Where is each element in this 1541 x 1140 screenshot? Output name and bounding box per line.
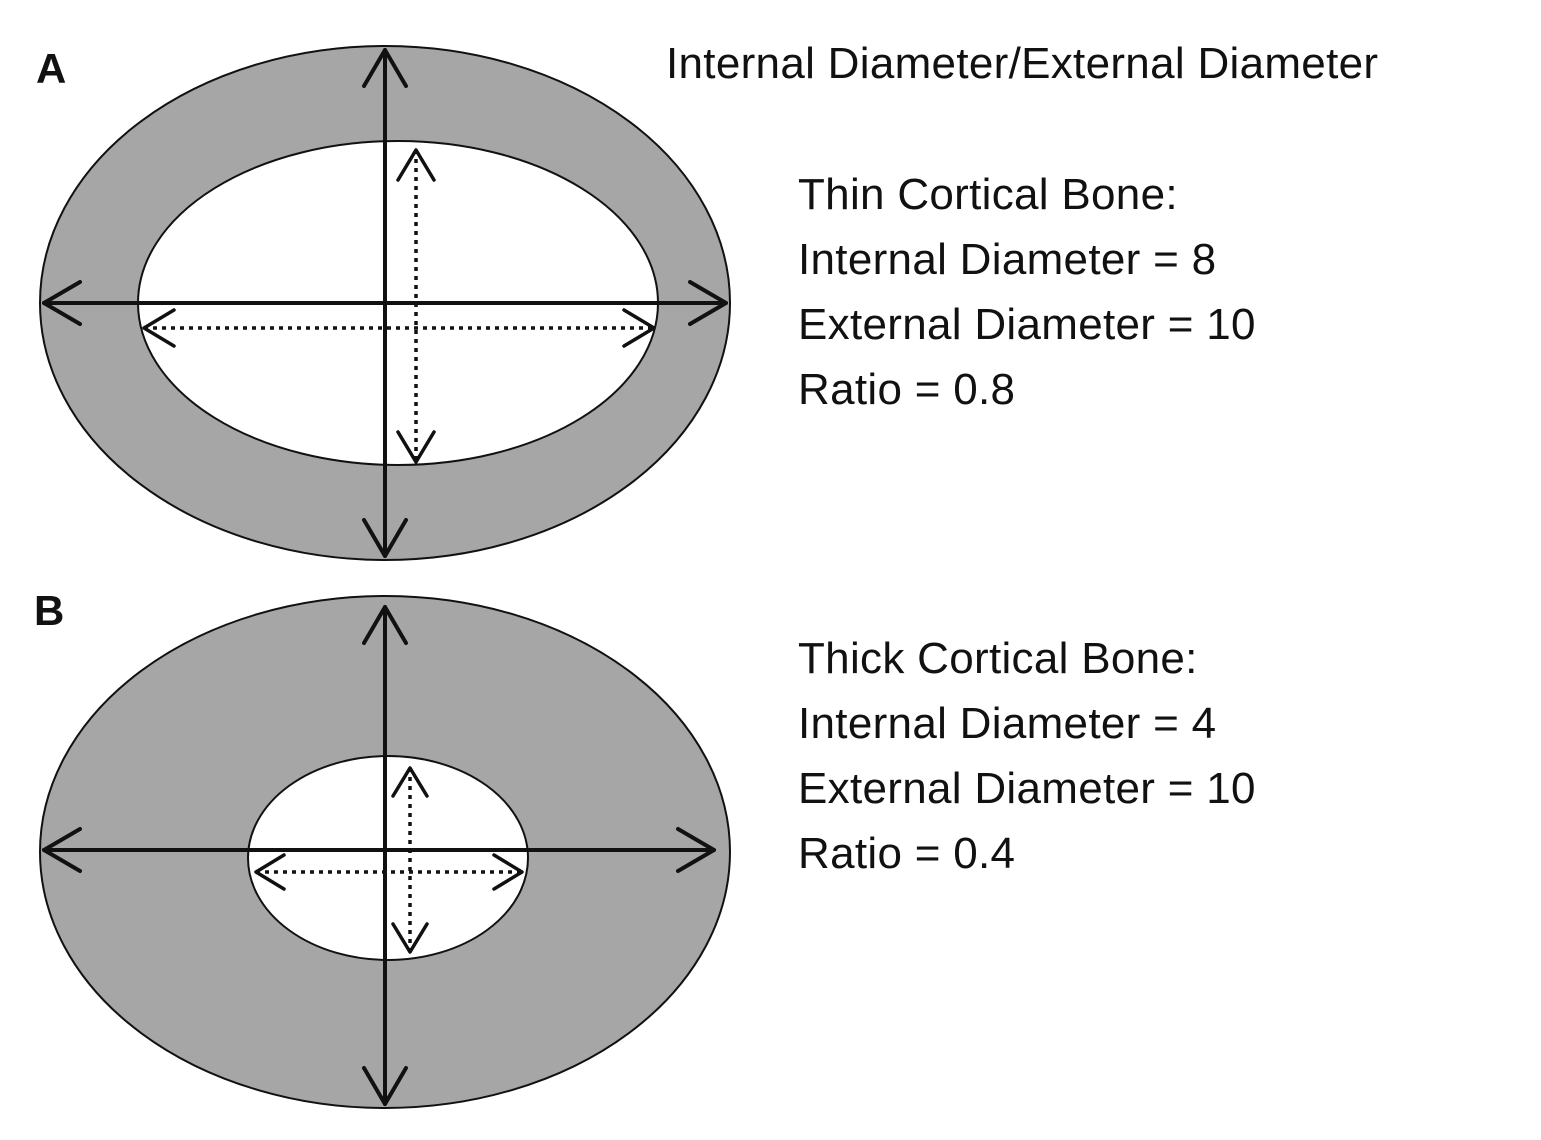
panel-b-letter: B [34,587,65,634]
panel-a-internal-diameter-arrows [144,150,654,462]
panel-a-internal-diameter: Internal Diameter = 8 [798,235,1217,284]
panel-b-external-diameter: External Diameter = 10 [798,764,1256,813]
panel-a-letter: A [36,45,67,92]
panel-a-diagram [39,45,731,561]
panel-a-title: Thin Cortical Bone: [798,170,1178,219]
panel-a-external-diameter-arrows [42,48,728,558]
panel-b-external-diameter-arrows [42,605,716,1106]
panel-b-diagram [39,595,731,1109]
panel-a-ratio: Ratio = 0.8 [798,365,1016,414]
panel-b-info: Thick Cortical Bone: Internal Diameter =… [798,626,1256,886]
ratio-heading: Internal Diameter/External Diameter [666,39,1379,88]
panel-b-ratio: Ratio = 0.4 [798,829,1016,878]
panel-a-info: Thin Cortical Bone: Internal Diameter = … [798,162,1256,422]
panel-b-title: Thick Cortical Bone: [798,634,1198,683]
panel-b-internal-diameter: Internal Diameter = 4 [798,699,1217,748]
panel-b-internal-diameter-arrows [256,768,522,952]
panel-b-inner-marrow [247,755,529,961]
panel-a-external-diameter: External Diameter = 10 [798,300,1256,349]
